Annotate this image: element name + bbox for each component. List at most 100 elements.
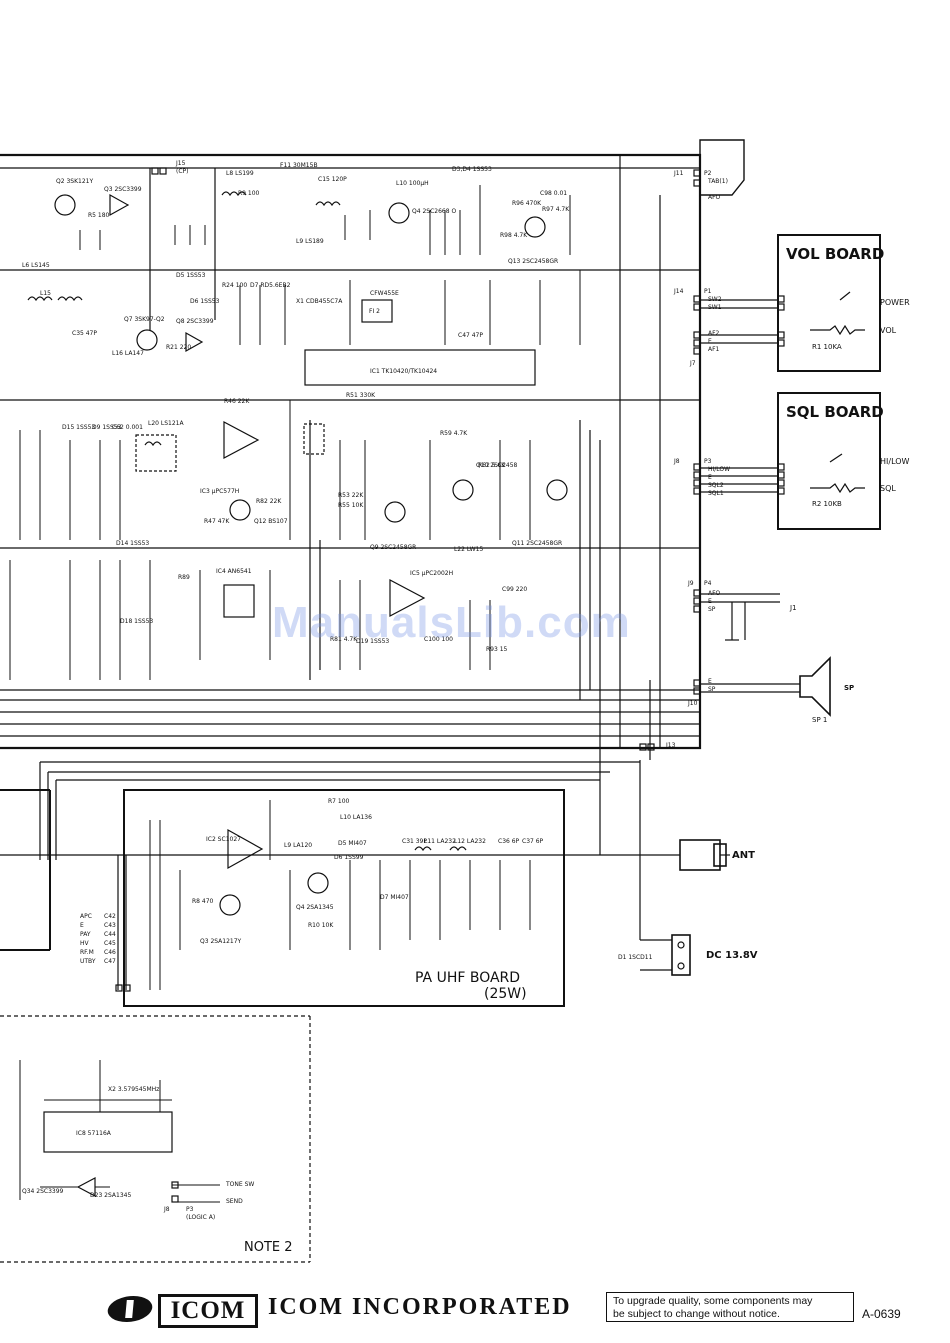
j14-label: J14 bbox=[674, 288, 684, 295]
dc-label: DC 13.8V bbox=[706, 950, 758, 961]
part-r89: R89 bbox=[178, 574, 190, 581]
part-r98: R98 4.7K bbox=[500, 232, 528, 239]
part-c46: C46 bbox=[104, 949, 116, 956]
part-r93: R93 15 bbox=[486, 646, 508, 653]
ic3-label: IC3 µPC577H bbox=[200, 488, 240, 495]
p7-pin-rfm: RF.M bbox=[80, 949, 94, 956]
part-c36: C36 6P bbox=[498, 838, 520, 845]
notice-line-2: be subject to change without notice. bbox=[613, 1308, 780, 1320]
ic1-label: IC1 TK10420/TK10424 bbox=[370, 368, 438, 375]
watermark: ManualsLib.com bbox=[272, 598, 631, 647]
q34-label: Q34 2SC3399 bbox=[22, 1188, 64, 1195]
part-r97: R97 4.7K bbox=[542, 206, 570, 213]
j7-pin-af1: AF1 bbox=[708, 346, 720, 353]
j8-pin-sql1: SQL1 bbox=[708, 490, 724, 497]
x1-label: X1 CDB455C7A bbox=[296, 298, 343, 305]
part-r46: R46 22K bbox=[224, 398, 250, 405]
vol-board-title: VOL BOARD bbox=[786, 245, 885, 263]
part-l6: L6 LS145 bbox=[22, 262, 50, 269]
part-l9: L9 LS189 bbox=[296, 238, 324, 245]
p7-pin-hv: HV bbox=[80, 940, 89, 947]
part-c35: C35 47P bbox=[72, 330, 97, 337]
fi2-part: CFW455E bbox=[370, 290, 399, 297]
p7-pin-pay: PAY bbox=[80, 931, 91, 938]
part-r10: R10 10K bbox=[308, 922, 334, 929]
p3b-label: P3 bbox=[186, 1206, 194, 1213]
j8-pin-e: E bbox=[708, 474, 712, 481]
p4-label: P4 bbox=[704, 580, 712, 587]
q4-label: Q4 2SC2668 O bbox=[412, 208, 457, 215]
q8-label: Q8 2SC3399 bbox=[176, 318, 214, 325]
vol-vol-label: VOL bbox=[880, 326, 897, 335]
part-r7: R7 100 bbox=[328, 798, 350, 805]
part-d9: D9 1SS53 bbox=[92, 424, 122, 431]
pa-board-title: PA UHF BOARD bbox=[415, 970, 521, 986]
part-l8: L8 LS199 bbox=[226, 170, 254, 177]
vol-pot-label: R1 10KA bbox=[812, 343, 842, 351]
part-r24: R24 100 bbox=[222, 282, 248, 289]
j7-pin-af2: AF2 bbox=[708, 330, 720, 337]
p3-label: P3 bbox=[704, 458, 712, 465]
fi1-label: F11 30M15B bbox=[280, 162, 318, 169]
p7-pin-apc: APC bbox=[80, 913, 92, 920]
part-d3d4: D3,D4 1SS53 bbox=[452, 166, 492, 173]
q9-label: Q9 2SC2458GR bbox=[370, 544, 417, 551]
j1-ext-label: J1 bbox=[790, 604, 797, 612]
q4-pa-label: Q4 2SA1345 bbox=[296, 904, 334, 911]
fi2-label: FI 2 bbox=[369, 308, 380, 315]
part-d18: D18 1SS53 bbox=[120, 618, 154, 625]
part-l15: L15 bbox=[40, 290, 51, 297]
j7-pin-e: E bbox=[708, 338, 712, 345]
vol-power-label: POWER bbox=[880, 298, 910, 307]
x2-label: X2 3.579545MHz bbox=[108, 1086, 160, 1093]
ic5-label: IC5 µPC2002H bbox=[410, 570, 454, 577]
part-c62: C62 0.001 bbox=[112, 424, 143, 431]
part-l11: L11 LA232 bbox=[424, 838, 456, 845]
sp1-label: SP 1 bbox=[812, 716, 828, 724]
part-l12: L12 LA232 bbox=[454, 838, 486, 845]
j14-pin-sw1: SW1 bbox=[708, 304, 722, 311]
sql-hilow-label: HI/LOW bbox=[880, 457, 910, 466]
part-r5: R5 180 bbox=[88, 212, 110, 219]
part-r9: R9 100 bbox=[238, 190, 260, 197]
j8-label: J8 bbox=[674, 458, 680, 465]
icom-logo-text: ICOM bbox=[158, 1294, 258, 1328]
part-d5-pa: D5 MI407 bbox=[338, 840, 367, 847]
part-d15: D15 1SS53 bbox=[62, 424, 96, 431]
part-d1: D1 1SCD11 bbox=[618, 954, 653, 961]
logic-send: SEND bbox=[226, 1198, 243, 1205]
j7-label: J7 bbox=[690, 360, 696, 367]
p7-pin-e: E bbox=[80, 922, 84, 929]
part-d6: D6 1SS53 bbox=[190, 298, 220, 305]
part-d7: D7 RD5.6EB2 bbox=[250, 282, 291, 289]
notice-line-1: To upgrade quality, some components may bbox=[613, 1295, 813, 1307]
j10-pin-sp: SP bbox=[708, 686, 716, 693]
p2-label: P2 bbox=[704, 170, 712, 177]
p7-pin-utby: UTBY bbox=[80, 958, 96, 965]
sql-board-title: SQL BOARD bbox=[786, 403, 884, 421]
sp-label: SP bbox=[844, 684, 855, 692]
part-l22: L22 LW15 bbox=[454, 546, 484, 553]
part-r47: R47 47K bbox=[204, 518, 230, 525]
part-c100: C100 100 bbox=[424, 636, 454, 643]
j14-pin-sw2: SW2 bbox=[708, 296, 722, 303]
q7-label: Q7 3SK97-Q2 bbox=[124, 316, 165, 323]
part-l10-pa: L10 LA136 bbox=[340, 814, 372, 821]
p1-label: P1 bbox=[704, 288, 712, 295]
part-c42: C42 bbox=[104, 913, 116, 920]
j13-label: J13 bbox=[666, 742, 676, 749]
q3-pa-label: Q3 2SA1217Y bbox=[200, 938, 242, 945]
p3b-sub: (LOGIC A) bbox=[186, 1214, 216, 1221]
part-r62: R62 5.6K bbox=[478, 462, 506, 469]
part-d6-pa: D6 1SS99 bbox=[334, 854, 364, 861]
upgrade-notice: To upgrade quality, some components may … bbox=[606, 1292, 854, 1322]
j10-pin-e: E bbox=[708, 678, 712, 685]
j11-pin-afo: AFO bbox=[708, 194, 721, 201]
logic-tone-sw: TONE SW bbox=[226, 1181, 255, 1188]
part-r59: R59 4.7K bbox=[440, 430, 468, 437]
part-c43: C43 bbox=[104, 922, 116, 929]
part-d14: D14 1SS53 bbox=[116, 540, 150, 547]
part-r96: R96 470K bbox=[512, 200, 542, 207]
part-c31: C31 39P bbox=[402, 838, 427, 845]
